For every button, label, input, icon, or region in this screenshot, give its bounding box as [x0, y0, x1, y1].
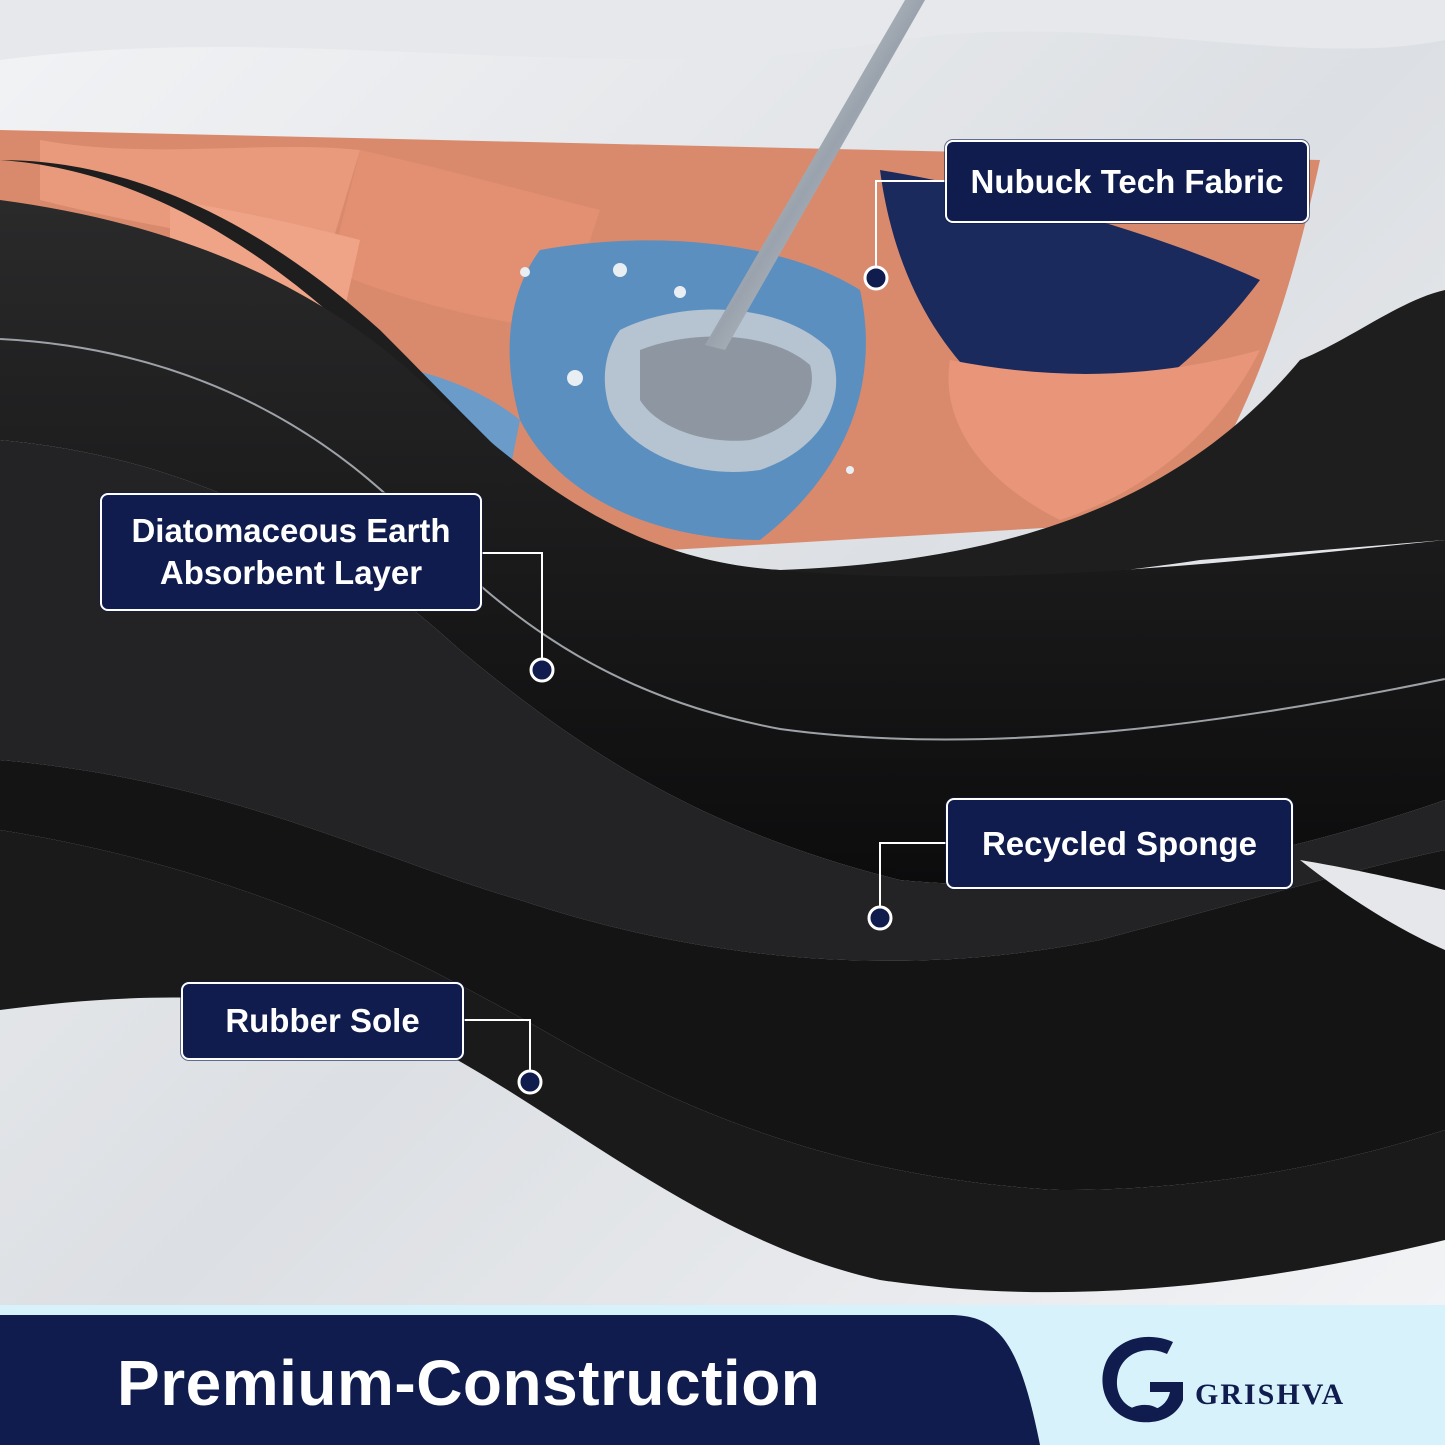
g-handshake-logo-icon — [1102, 1336, 1183, 1423]
callout-nubuck-tech-fabric: Nubuck Tech Fabric — [945, 140, 1309, 223]
callout-recycled-sponge: Recycled Sponge — [946, 798, 1293, 889]
diatom-marker — [529, 657, 555, 683]
callout-diatomaceous-layer: Diatomaceous Earth Absorbent Layer — [100, 493, 482, 611]
footer-navy-band — [0, 1315, 1040, 1445]
callout-nubuck-label: Nubuck Tech Fabric — [970, 162, 1284, 200]
callout-sole-label: Rubber Sole — [225, 1002, 420, 1039]
footer-banner — [0, 1305, 1445, 1445]
nubuck-marker — [863, 265, 889, 291]
sole-marker — [517, 1069, 543, 1095]
footer-title: Premium-Construction — [117, 1347, 821, 1419]
callout-rubber-sole: Rubber Sole — [181, 982, 464, 1060]
callout-sponge-label: Recycled Sponge — [981, 824, 1258, 862]
sponge-marker — [867, 905, 893, 931]
callout-diatom-line1: Diatomaceous Earth — [131, 512, 451, 549]
callout-diatom-line2: Absorbent Layer — [159, 554, 423, 591]
brand-name: GRISHVA — [1195, 1378, 1346, 1411]
